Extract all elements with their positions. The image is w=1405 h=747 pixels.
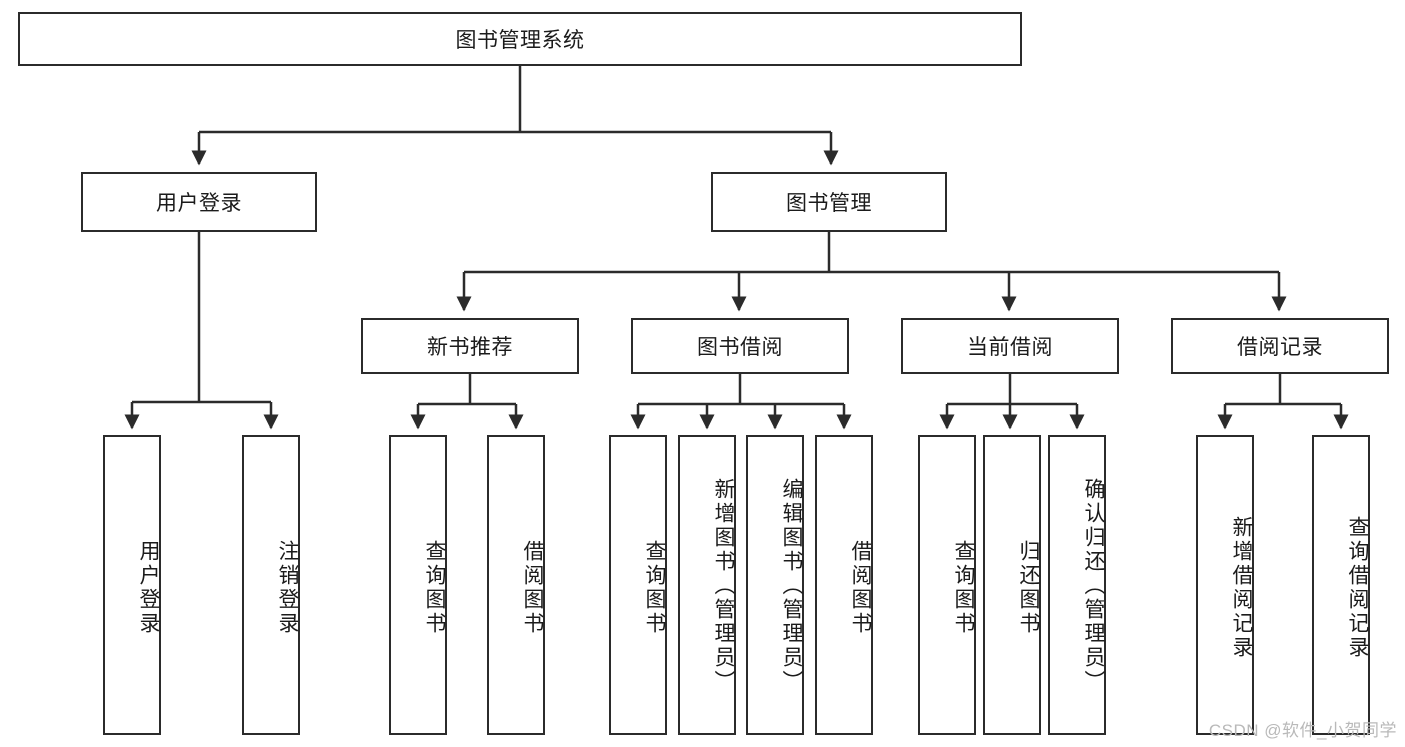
leaf-add-borrow-record[interactable]: 新增借阅记录 [1196,435,1254,735]
leaf-query-borrow-record[interactable]: 查询借阅记录 [1312,435,1370,735]
node-root[interactable]: 图书管理系统 [18,12,1022,66]
leaf-add-book-admin[interactable]: 新增图书（管理员） [678,435,736,735]
leaf-confirm-return-admin[interactable]: 确认归还（管理员） [1048,435,1106,735]
leaf-logout[interactable]: 注销登录 [242,435,300,735]
node-book-borrow[interactable]: 图书借阅 [631,318,849,374]
node-borrow-record[interactable]: 借阅记录 [1171,318,1389,374]
leaf-edit-book-admin[interactable]: 编辑图书（管理员） [746,435,804,735]
leaf-return-book[interactable]: 归还图书 [983,435,1041,735]
node-book-management[interactable]: 图书管理 [711,172,947,232]
leaf-query-book-2[interactable]: 查询图书 [609,435,667,735]
watermark: CSDN @软件_小贺同学 [1208,721,1397,740]
leaf-query-book-3[interactable]: 查询图书 [918,435,976,735]
node-new-book-recommend[interactable]: 新书推荐 [361,318,579,374]
node-user-login[interactable]: 用户登录 [81,172,317,232]
leaf-borrow-book-2[interactable]: 借阅图书 [815,435,873,735]
leaf-query-book-1[interactable]: 查询图书 [389,435,447,735]
node-current-borrow[interactable]: 当前借阅 [901,318,1119,374]
leaf-borrow-book-1[interactable]: 借阅图书 [487,435,545,735]
leaf-user-login[interactable]: 用户登录 [103,435,161,735]
